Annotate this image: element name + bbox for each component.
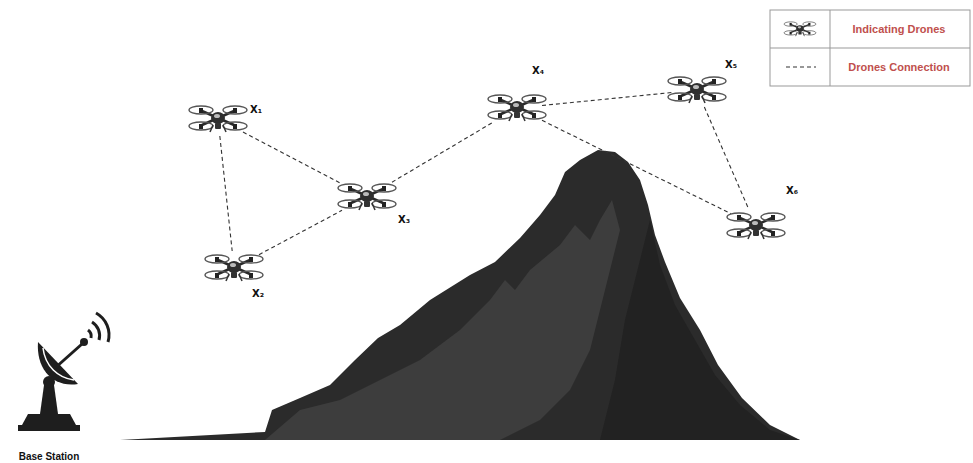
- legend-dash-sample: [786, 66, 816, 67]
- legend-drone-sample: [784, 22, 816, 36]
- drone-node: X₁: [193, 102, 243, 136]
- drone-connection: [220, 136, 232, 251]
- drone-icon: [668, 77, 726, 103]
- drone-label: X₅: [725, 59, 737, 70]
- drone-node: X₃: [342, 180, 392, 214]
- drone-label: X₃: [398, 214, 410, 225]
- mountain-ridge: [600, 220, 800, 440]
- legend-text: Drones Connection: [848, 61, 949, 73]
- drone-icon: [209, 251, 259, 285]
- drone-connection: [542, 93, 672, 106]
- drone-connection: [542, 120, 731, 213]
- drone-icon: [338, 184, 396, 210]
- drone-icon: [205, 255, 263, 281]
- drone-node: X₆: [731, 209, 781, 243]
- drone-label: X₆: [786, 185, 798, 196]
- base-station-icon: [18, 313, 109, 431]
- legend-text: Indicating Drones: [853, 23, 946, 35]
- drone-connection: [704, 107, 748, 209]
- drone-icon: [492, 91, 542, 125]
- drone-node: X₅: [672, 73, 722, 107]
- mountain-shade: [265, 200, 620, 440]
- drone-icon: [193, 102, 243, 136]
- drone-icon: [488, 95, 546, 121]
- base-station-label: Base Station: [19, 451, 80, 462]
- drone-icon: [727, 213, 785, 239]
- drone-icon: [672, 73, 722, 107]
- drone-connection: [392, 123, 492, 182]
- mountain: [120, 150, 800, 440]
- drone-label: X₁: [250, 104, 262, 115]
- drone-label: X₄: [532, 65, 544, 76]
- drone-icon: [342, 180, 392, 214]
- drone-connection: [243, 132, 342, 184]
- drone-node: X₂: [209, 251, 259, 285]
- drone-label: X₂: [252, 288, 264, 299]
- drone-icon: [731, 209, 781, 243]
- legend-table: [770, 10, 970, 86]
- drone-connection: [259, 210, 342, 254]
- drone-node: X₄: [492, 91, 542, 125]
- drone-icon: [189, 106, 247, 132]
